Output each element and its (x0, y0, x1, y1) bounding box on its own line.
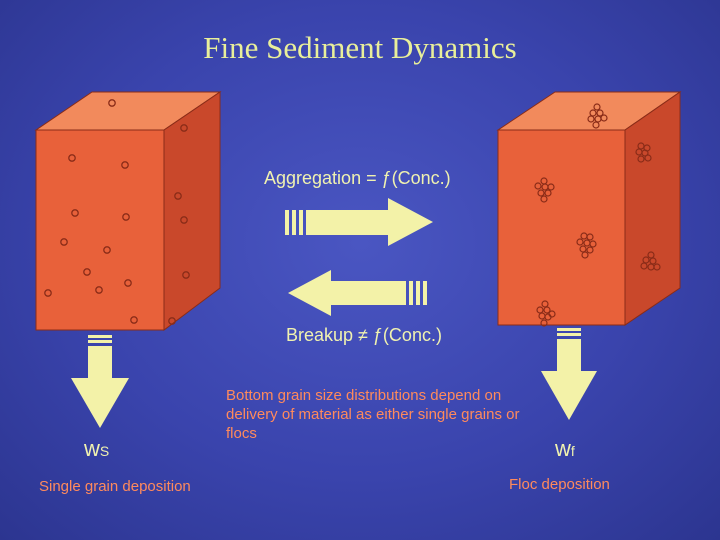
grain (182, 271, 190, 279)
right-box-side (624, 91, 681, 326)
grain (83, 268, 91, 276)
grain (168, 317, 176, 325)
floc (576, 232, 597, 259)
single-grains (44, 99, 190, 325)
floc (635, 142, 652, 163)
grain (180, 216, 188, 224)
grain (103, 246, 111, 254)
distribution-note: Bottom grain size distributions depend o… (226, 387, 520, 442)
breakup-arrow (288, 270, 427, 316)
floc (534, 177, 555, 203)
grain (180, 124, 188, 132)
left-box-front (35, 129, 165, 331)
left-settling-arrow (71, 335, 129, 428)
floc (640, 251, 661, 271)
aggregation-arrow (285, 198, 433, 246)
floc (536, 300, 556, 327)
right-w-symbol: w (555, 436, 571, 461)
right-settling-arrow (541, 328, 597, 420)
left-caption: Single grain deposition (39, 478, 191, 495)
right-w-subscript: f (570, 443, 575, 459)
left-box-side (163, 91, 221, 331)
grain (130, 316, 138, 324)
grain (108, 99, 116, 107)
left-w-symbol: w (84, 436, 100, 461)
flocs (534, 103, 661, 327)
right-box-front (497, 129, 626, 326)
grain (174, 192, 182, 200)
grain (60, 238, 68, 246)
grain (121, 161, 129, 169)
grain (71, 209, 79, 217)
right-caption: Floc deposition (509, 476, 610, 493)
left-settling-velocity: wS (84, 436, 109, 462)
grain (68, 154, 76, 162)
left-w-subscript: S (99, 443, 110, 459)
right-settling-velocity: wf (555, 436, 575, 462)
breakup-label: Breakup ≠ ƒ(Conc.) (286, 325, 442, 345)
grain (44, 289, 52, 297)
diagram-title: Fine Sediment Dynamics (203, 30, 517, 65)
grain (124, 279, 132, 287)
left-suspension-box (34, 91, 222, 331)
floc (587, 103, 608, 129)
aggregation-label: Aggregation = ƒ(Conc.) (264, 168, 451, 188)
right-suspension-box (496, 91, 682, 327)
grain (95, 286, 103, 294)
grain (122, 213, 130, 221)
